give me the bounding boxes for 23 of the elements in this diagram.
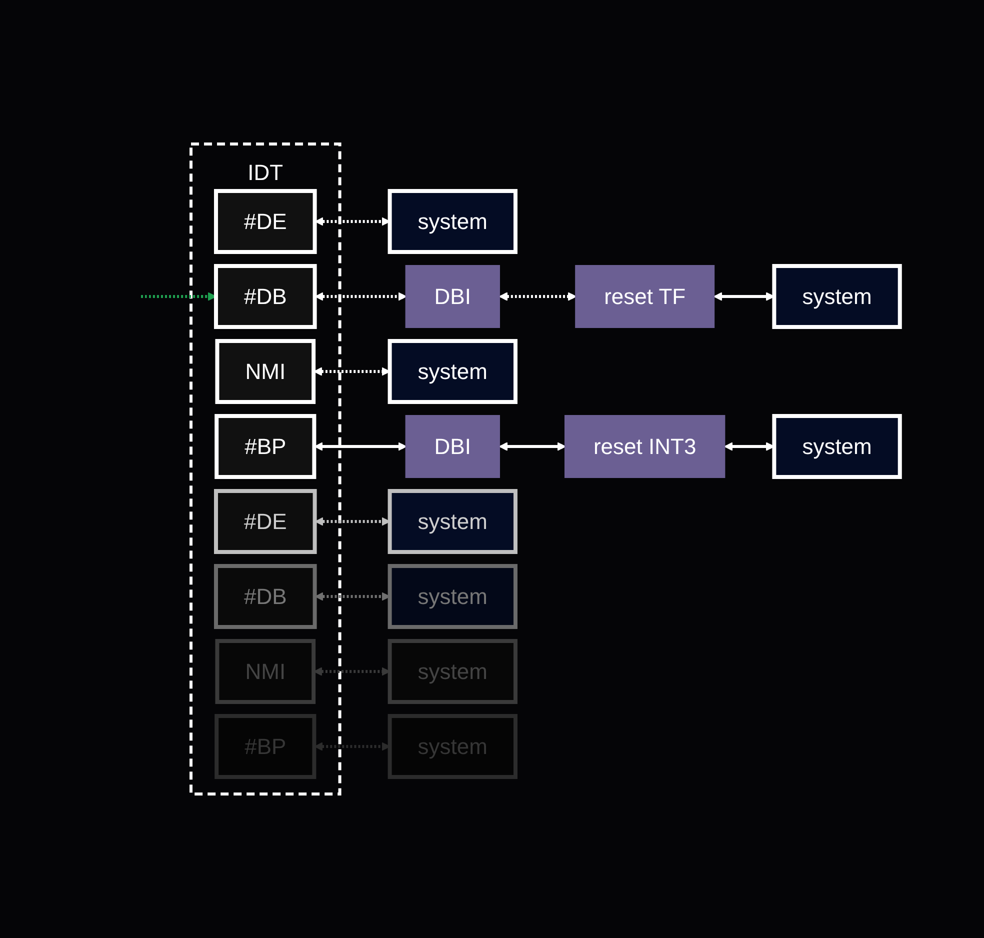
arrow	[498, 292, 576, 301]
arrow	[314, 292, 406, 301]
node-box: reset TF	[574, 265, 714, 328]
node-box: #DE	[214, 189, 316, 254]
node-box: #BP	[214, 414, 316, 479]
node-box: system	[387, 639, 518, 704]
arrow	[140, 292, 216, 301]
node-box: system	[772, 414, 902, 479]
node-box: DBI	[404, 415, 500, 478]
node-box: system	[387, 189, 518, 254]
node-box: DBI	[404, 265, 500, 328]
node-box: NMI	[214, 339, 316, 404]
arrow	[314, 442, 406, 451]
node-box: system	[387, 489, 518, 554]
node-box: #DB	[214, 564, 316, 629]
node-box: system	[772, 264, 902, 329]
node-box: system	[387, 564, 518, 629]
node-box: system	[387, 339, 518, 404]
node-box: NMI	[214, 639, 316, 704]
arrow	[498, 442, 566, 451]
node-box: #DE	[214, 489, 316, 554]
node-box: reset INT3	[564, 415, 725, 478]
node-box: #DB	[214, 264, 316, 329]
